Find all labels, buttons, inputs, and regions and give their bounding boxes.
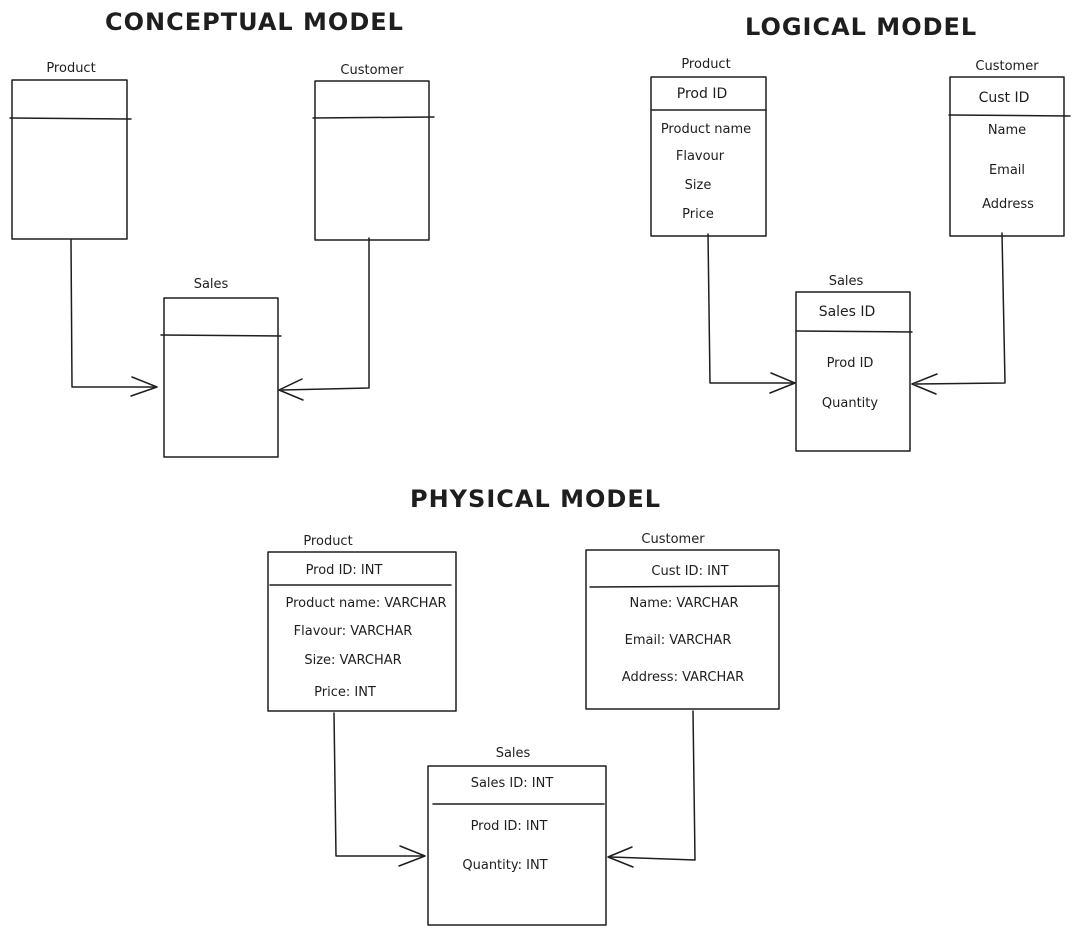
logical-customer-divider: [948, 114, 1071, 117]
conceptual-customer-sales-connector: [281, 237, 370, 391]
physical-product-attr-product-name: Product name: VARCHAR: [285, 596, 447, 611]
logical-sales-key: Sales ID: [818, 304, 876, 320]
physical-sales-name: Sales: [495, 746, 531, 761]
logical-product-attr-product-name: Product name: [660, 122, 752, 137]
physical-customer-box[interactable]: [585, 549, 780, 710]
physical-product-attr-size: Size: VARCHAR: [304, 653, 402, 668]
logical-customer-sales-arrowhead: [911, 373, 938, 395]
conceptual-product-sales-arrowhead: [130, 376, 158, 397]
logical-product-attr-price: Price: [682, 207, 714, 222]
physical-customer-attr-name: Name: VARCHAR: [629, 596, 739, 611]
logical-sales-name: Sales: [828, 274, 864, 289]
physical-customer-name: Customer: [641, 532, 705, 547]
logical-product-attr-size: Size: [684, 178, 712, 193]
conceptual-sales-name: Sales: [193, 277, 229, 292]
physical-sales-box[interactable]: [427, 765, 607, 926]
logical-sales-attr-prod-id: Prod ID: [826, 356, 874, 371]
physical-product-attr-flavour: Flavour: VARCHAR: [293, 624, 413, 639]
physical-model-title: PHYSICAL MODEL: [410, 485, 661, 513]
physical-customer-divider: [589, 585, 779, 588]
physical-customer-attr-email: Email: VARCHAR: [624, 633, 732, 648]
physical-product-name: Product: [303, 534, 353, 549]
logical-model-title: LOGICAL MODEL: [745, 13, 978, 41]
logical-product-attr-flavour: Flavour: [675, 149, 725, 164]
physical-product-sales-connector: [333, 712, 424, 857]
logical-customer-name: Customer: [975, 59, 1039, 74]
conceptual-customer-box[interactable]: [314, 80, 430, 241]
logical-customer-attr-name: Name: [987, 123, 1027, 138]
physical-sales-key: Sales ID: INT: [470, 776, 554, 791]
physical-sales-attr-prod-id: Prod ID: INT: [470, 819, 548, 834]
logical-product-name: Product: [681, 57, 731, 72]
logical-product-sales-arrowhead: [769, 372, 796, 394]
logical-sales-box[interactable]: [795, 291, 911, 452]
physical-product-key: Prod ID: INT: [305, 563, 383, 578]
logical-sales-divider: [795, 330, 913, 333]
physical-product-sales-arrowhead: [398, 845, 426, 867]
conceptual-product-name: Product: [46, 61, 96, 76]
conceptual-product-divider: [9, 117, 132, 120]
physical-customer-key: Cust ID: INT: [651, 564, 729, 579]
logical-customer-key: Cust ID: [978, 90, 1030, 106]
logical-product-key: Prod ID: [676, 86, 728, 102]
logical-product-sales-connector: [707, 233, 794, 384]
logical-customer-attr-email: Email: [988, 163, 1026, 178]
physical-customer-sales-arrowhead: [607, 846, 634, 868]
logical-sales-attr-quantity: Quantity: [821, 396, 879, 411]
conceptual-customer-name: Customer: [340, 63, 404, 78]
conceptual-customer-divider: [312, 116, 435, 119]
logical-customer-attr-address: Address: [982, 197, 1034, 212]
physical-sales-attr-quantity: Quantity: INT: [462, 858, 548, 873]
conceptual-model-title: CONCEPTUAL MODEL: [105, 8, 404, 36]
physical-customer-sales-connector: [609, 710, 696, 861]
physical-customer-attr-address: Address: VARCHAR: [621, 670, 745, 685]
conceptual-sales-divider: [160, 334, 282, 337]
conceptual-sales-box[interactable]: [163, 297, 279, 458]
conceptual-product-box[interactable]: [11, 79, 128, 240]
physical-product-attr-price: Price: INT: [314, 685, 376, 700]
logical-customer-sales-connector: [915, 232, 1006, 385]
logical-customer-box[interactable]: [949, 76, 1065, 237]
conceptual-customer-sales-arrowhead: [278, 378, 304, 401]
conceptual-product-sales-connector: [70, 239, 156, 388]
physical-product-box[interactable]: [267, 551, 457, 712]
